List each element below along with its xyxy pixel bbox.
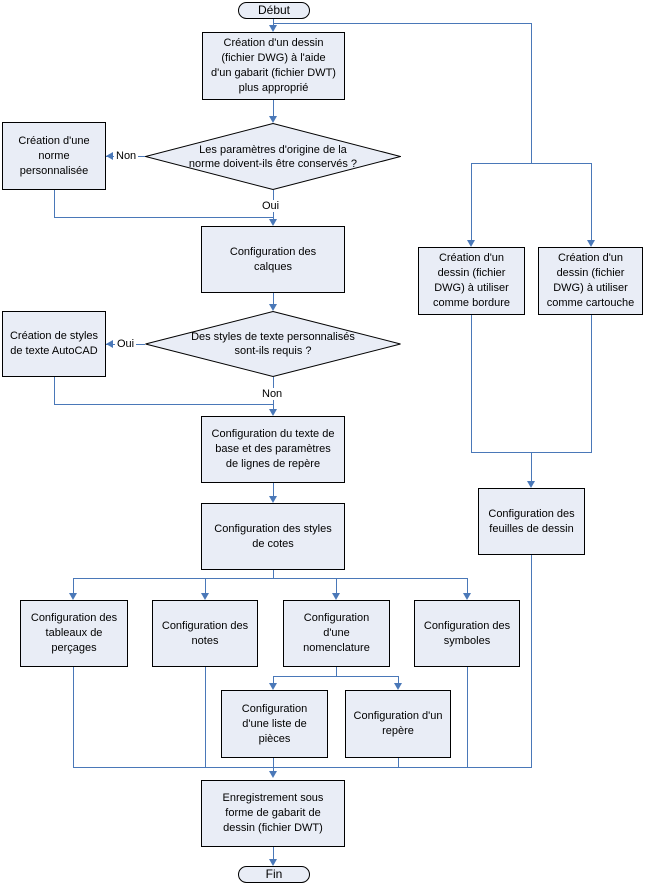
connector <box>205 578 206 593</box>
arrowhead <box>269 116 277 123</box>
connector <box>591 315 592 453</box>
connector <box>54 190 55 218</box>
connector <box>531 23 532 163</box>
terminator-end: Fin <box>238 866 310 883</box>
connector <box>398 676 399 683</box>
connector <box>54 404 274 405</box>
arrowhead <box>269 409 277 416</box>
process-create-title-block: Création d'un dessin (fichier DWG) à uti… <box>538 247 643 315</box>
arrowhead <box>106 340 113 348</box>
arrowhead <box>463 593 471 600</box>
process-configure-parts-list: Configuration d'une liste de pièces <box>221 690 328 758</box>
connector <box>54 217 274 218</box>
process-configure-hole-tables: Configuration des tableaux de perçages <box>20 600 128 667</box>
connector <box>73 767 532 768</box>
connector <box>73 667 74 768</box>
connector <box>273 483 274 496</box>
arrowhead <box>269 771 277 778</box>
connector <box>471 163 472 240</box>
arrowhead <box>269 219 277 226</box>
arrowhead <box>467 240 475 247</box>
arrowhead <box>527 481 535 488</box>
arrowhead <box>269 859 277 866</box>
diamond-shape <box>145 311 401 377</box>
connector <box>205 667 206 768</box>
process-configure-layers: Configuration des calques <box>201 226 345 293</box>
process-create-text-styles: Création de styles de texte AutoCAD <box>2 311 106 377</box>
arrowhead <box>394 683 402 690</box>
decision-keep-standard-settings: Les paramètres d'origine de la norme doi… <box>145 123 401 190</box>
edge-label-oui: Oui <box>260 200 282 212</box>
connector <box>336 578 337 593</box>
connector <box>73 578 468 579</box>
edge-label-non: Non <box>260 388 285 400</box>
process-create-border: Création d'un dessin (fichier DWG) à uti… <box>418 247 525 315</box>
process-configure-nomenclature: Configuration d'une nomenclature <box>283 600 390 667</box>
connector <box>471 315 472 453</box>
process-create-custom-standard: Création d'une norme personnalisée <box>2 122 106 190</box>
connector <box>54 377 55 405</box>
process-configure-sheets: Configuration des feuilles de dessin <box>478 488 585 555</box>
connector <box>398 758 399 768</box>
connector <box>273 570 274 578</box>
arrowhead <box>269 683 277 690</box>
connector <box>471 163 592 164</box>
arrowhead <box>201 593 209 600</box>
connector <box>467 667 468 768</box>
connector <box>273 23 532 24</box>
terminator-start: Début <box>238 2 310 19</box>
arrowhead <box>106 152 113 160</box>
process-save-template: Enregistrement sous forme de gabarit de … <box>201 780 345 847</box>
diamond-shape <box>145 123 401 190</box>
arrowhead <box>69 593 77 600</box>
process-configure-notes: Configuration des notes <box>152 600 258 667</box>
edge-label-oui: Oui <box>115 338 137 350</box>
connector <box>273 676 274 683</box>
edge-label-non: Non <box>114 150 139 162</box>
process-configure-balloon: Configuration d'un repère <box>345 690 451 758</box>
connector <box>467 578 468 593</box>
arrowhead <box>269 304 277 311</box>
process-configure-base-text: Configuration du texte de base et des pa… <box>201 416 345 483</box>
connector <box>531 555 532 768</box>
connector <box>336 667 337 677</box>
connector <box>273 847 274 859</box>
arrowhead <box>332 593 340 600</box>
arrowhead <box>269 25 277 32</box>
arrowhead <box>587 240 595 247</box>
connector <box>531 452 532 481</box>
connector <box>73 578 74 593</box>
connector <box>273 293 274 304</box>
process-create-drawing: Création d'un dessin (fichier DWG) à l'a… <box>202 32 345 100</box>
process-configure-dim-styles: Configuration des styles de cotes <box>201 503 345 570</box>
connector <box>273 676 399 677</box>
connector <box>273 758 274 771</box>
connector <box>591 163 592 240</box>
decision-custom-text-styles: Des styles de texte personnalisés sont-i… <box>145 311 401 377</box>
arrowhead <box>269 496 277 503</box>
process-configure-symbols: Configuration des symboles <box>414 600 520 667</box>
connector <box>273 100 274 116</box>
